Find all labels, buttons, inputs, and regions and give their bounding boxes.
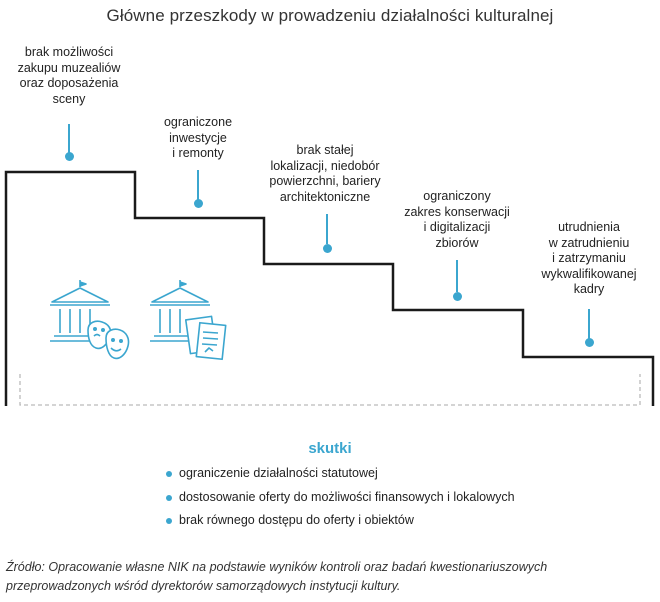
effects-title: skutki [308, 440, 352, 457]
effects-item-text: ograniczenie działalności statutowej [179, 466, 378, 480]
step-label-4: ograniczony zakres konserwacji i digital… [404, 189, 510, 250]
step-label-2: ograniczone inwestycje i remonty [163, 115, 233, 160]
step-dot-3 [322, 244, 332, 253]
source-note: Źródło: Opracowanie własne NIK na podsta… [6, 560, 548, 593]
effects-item: ograniczenie działalności statutowej [166, 462, 515, 486]
step-dot-4 [452, 292, 462, 301]
step-stem-4 [456, 260, 458, 292]
effects-item: dostosowanie oferty do możliwości finans… [166, 486, 515, 510]
step-label-3: brak stałej lokalizacji, niedobór powier… [269, 143, 381, 204]
step-stem-2 [197, 170, 199, 200]
museum-documents-icon [150, 280, 227, 361]
effects-bracket [19, 374, 641, 406]
museum-theatre-icon [50, 280, 130, 360]
bullet-icon [166, 518, 172, 524]
step-stem-5 [588, 309, 590, 339]
diagram-title: Główne przeszkody w prowadzeniu działaln… [106, 6, 554, 25]
bullet-icon [166, 471, 172, 477]
step-dot-5 [584, 338, 594, 347]
step-dot-2 [193, 199, 203, 208]
effects-item-text: dostosowanie oferty do możliwości finans… [179, 489, 515, 504]
step-stem-3 [326, 214, 328, 244]
effects-list: ograniczenie działalności statutowej dos… [166, 462, 515, 533]
step-label-5: utrudnienia w zatrudnieniu i zatrzymaniu… [541, 220, 637, 296]
step-dot-1 [64, 152, 74, 161]
bullet-icon [166, 494, 172, 501]
effects-item-text: brak równego dostępu do oferty i obiektó… [179, 513, 414, 527]
step-stem-1 [68, 124, 70, 154]
effects-item: brak równego dostępu do oferty i obiektó… [166, 509, 515, 533]
step-label-1: brak możliwości zakupu muzealiów oraz do… [17, 45, 121, 106]
staircase-line [4, 170, 655, 406]
